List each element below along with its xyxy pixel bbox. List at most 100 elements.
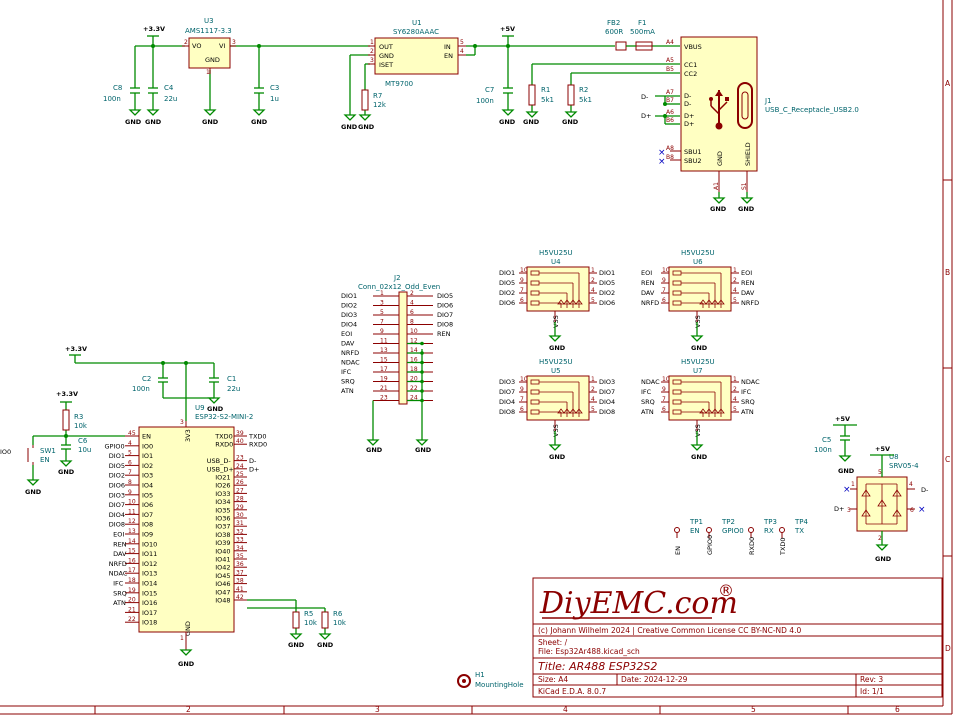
svg-text:VO: VO xyxy=(192,42,201,50)
mcu-pin-right: IO40 xyxy=(215,547,230,555)
u3-value: AMS1117-3.3 xyxy=(185,27,232,35)
tvs-value: H5VU25U xyxy=(681,358,715,366)
r1-resistor: R1 5k1 xyxy=(528,84,554,106)
mcu-net-left: DIO6 xyxy=(109,482,125,490)
svg-text:GND: GND xyxy=(716,151,724,166)
mcu-pin-right: IO38 xyxy=(215,531,230,539)
svg-text:GND: GND xyxy=(125,118,142,126)
svg-text:A7: A7 xyxy=(666,89,674,96)
svg-text:1u: 1u xyxy=(270,95,279,103)
j2-value: Conn_02x12_Odd_Even xyxy=(358,283,440,291)
tvs-net-right: SRQ xyxy=(741,398,755,406)
mcu-net-left: REN xyxy=(113,540,127,548)
mcu-pin-right: IO39 xyxy=(215,539,230,547)
svg-text:GND: GND xyxy=(202,118,219,126)
c7-capacitor: C7 100n xyxy=(476,82,513,105)
frame-col-5: 5 xyxy=(751,705,756,714)
svg-text:2: 2 xyxy=(184,39,188,46)
tvs-net-right: DIO1 xyxy=(599,269,615,277)
mcu-net-left: ATN xyxy=(113,599,126,607)
svg-text:2: 2 xyxy=(591,277,595,284)
svg-text:+3.3V: +3.3V xyxy=(143,25,165,33)
svg-text:C1: C1 xyxy=(227,375,236,383)
svg-text:10: 10 xyxy=(662,376,670,383)
svg-text:F1: F1 xyxy=(638,19,646,27)
j2-net-left: IFC xyxy=(341,368,352,376)
svg-text:7: 7 xyxy=(662,396,666,403)
svg-text:VI: VI xyxy=(219,42,225,50)
mcu-pin-num-left: 8 xyxy=(128,479,132,486)
j2-net-right: REN xyxy=(437,330,451,338)
mcu-pin-left: IO18 xyxy=(142,619,157,627)
svg-text:×: × xyxy=(658,157,666,167)
j2-pin-num-left: 11 xyxy=(380,338,388,345)
j2-net-left: EOI xyxy=(341,330,352,338)
mcu-pin-num-left: 6 xyxy=(128,459,132,466)
frame-row-c: C xyxy=(945,455,950,464)
svg-text:SBU1: SBU1 xyxy=(684,148,701,156)
tvs-net-right: DAV xyxy=(741,289,755,297)
svg-text:C2: C2 xyxy=(142,375,151,383)
svg-text:GND: GND xyxy=(499,118,516,126)
tvs-ref: U6 xyxy=(693,258,703,266)
j2-pin-num-left: 9 xyxy=(380,328,384,335)
mcu-net-left: SRQ xyxy=(113,589,127,597)
svg-text:D-: D- xyxy=(684,100,692,108)
j2-pin-num-left: 23 xyxy=(380,395,388,402)
svg-text:GND: GND xyxy=(523,118,540,126)
mcu-pin-num-right: 38 xyxy=(236,578,244,585)
svg-text:9: 9 xyxy=(662,277,666,284)
tp-ref: TP1 xyxy=(689,518,703,526)
mcu-pin-left: EN xyxy=(142,433,151,441)
j2-ref: J2 xyxy=(393,274,401,282)
svg-text:10u: 10u xyxy=(78,446,91,454)
mcu-pin-num-right: 28 xyxy=(236,496,244,503)
mcu-pin-left: IO10 xyxy=(142,540,157,548)
tvs-net-right: DIO6 xyxy=(599,299,615,307)
svg-text:6: 6 xyxy=(662,297,666,304)
j2-pin-num-left: 5 xyxy=(380,309,384,316)
tvs-net-right: REN xyxy=(741,279,755,287)
mcu-pin-right: IO33 xyxy=(215,490,230,498)
tp-ref: TP4 xyxy=(794,518,808,526)
mcu-pin-num-right: 23 xyxy=(236,455,244,462)
frame-col-6: 6 xyxy=(895,705,900,714)
j2-pin-num-right: 22 xyxy=(410,385,418,392)
tvs-net-left: EOI xyxy=(641,269,652,277)
svg-text:R2: R2 xyxy=(579,86,588,94)
mcu-pin-num-left: 16 xyxy=(128,557,136,564)
mcu-pin-left: IO4 xyxy=(142,482,153,490)
j1-ref: J1 xyxy=(764,97,772,105)
mcu-pin-left: IO12 xyxy=(142,560,157,568)
j2-net-left: NDAC xyxy=(341,359,360,367)
mcu-pin-right: IO42 xyxy=(215,564,230,572)
svg-text:GND: GND xyxy=(875,555,892,563)
tvs-net-right: DIO2 xyxy=(599,289,615,297)
mcu-pin-right: IO26 xyxy=(215,482,230,490)
mcu-pin-left: IO1 xyxy=(142,452,153,460)
mcu-pin-num-right: 35 xyxy=(236,553,244,560)
svg-text:R3: R3 xyxy=(74,413,83,421)
mcu-pin-num-right: 41 xyxy=(236,586,244,593)
mcu-pin-num-left: 5 xyxy=(128,450,132,457)
svg-text:A1: A1 xyxy=(713,182,720,190)
mcu-net-left: DIO7 xyxy=(109,501,125,509)
svg-text:×: × xyxy=(658,148,666,158)
svg-text:2: 2 xyxy=(733,386,737,393)
svg-text:+5V: +5V xyxy=(500,25,515,33)
j2-net-right: DIO8 xyxy=(437,321,453,329)
tvs-net-left: REN xyxy=(641,279,655,287)
v33-symbol-mcu: +3.3V xyxy=(65,345,87,356)
j2-pin-num-right: 2 xyxy=(410,290,414,297)
mcu-pin-right: USB_D- xyxy=(207,457,232,465)
mcu-pin-left: IO17 xyxy=(142,609,157,617)
c4-capacitor: C4 22u xyxy=(148,82,177,103)
mcu-pin-num-left: 19 xyxy=(128,587,136,594)
mcu-net-right: D+ xyxy=(249,465,259,473)
svg-text:B7: B7 xyxy=(666,97,674,104)
